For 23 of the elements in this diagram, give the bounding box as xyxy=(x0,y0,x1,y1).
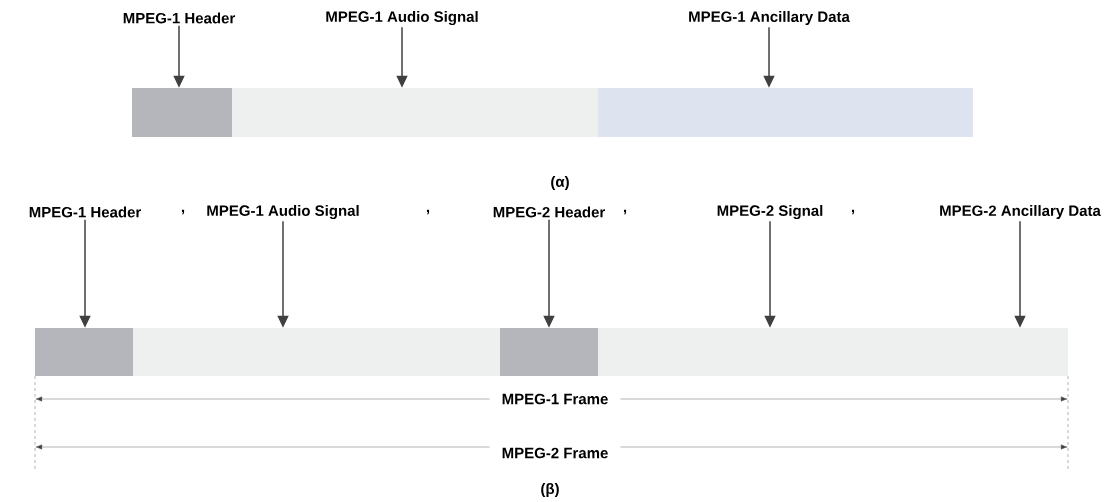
frame-segment xyxy=(133,328,500,376)
frame-segment xyxy=(500,328,598,376)
frame-segment xyxy=(232,88,598,137)
segment-label: MPEG-1 Header xyxy=(29,206,142,218)
frame-segment xyxy=(598,328,1068,376)
segment-label: MPEG-1 Header xyxy=(123,12,236,24)
separator-comma: , xyxy=(851,209,855,215)
segment-label: MPEG-2 Ancillary Data xyxy=(940,205,1101,219)
panel-label: (β) xyxy=(541,483,559,497)
frame-segment xyxy=(132,88,232,137)
separator-comma: , xyxy=(623,209,627,215)
separator-comma: , xyxy=(181,209,185,215)
segment-label: MPEG-1 Ancillary Data xyxy=(689,11,850,25)
segment-label: MPEG-2 Signal xyxy=(717,204,823,219)
separator-comma: , xyxy=(426,209,430,215)
dimension-label: MPEG-2 Frame xyxy=(489,444,621,462)
panel-label: (α) xyxy=(551,176,569,190)
segment-label: MPEG-2 Header xyxy=(493,206,606,218)
segment-label: MPEG-1 Audio Signal xyxy=(207,204,359,219)
frame-segment xyxy=(35,328,133,376)
frame-segment xyxy=(598,88,973,137)
dimension-label: MPEG-1 Frame xyxy=(489,390,621,408)
segment-label: MPEG-1 Audio Signal xyxy=(326,10,478,25)
